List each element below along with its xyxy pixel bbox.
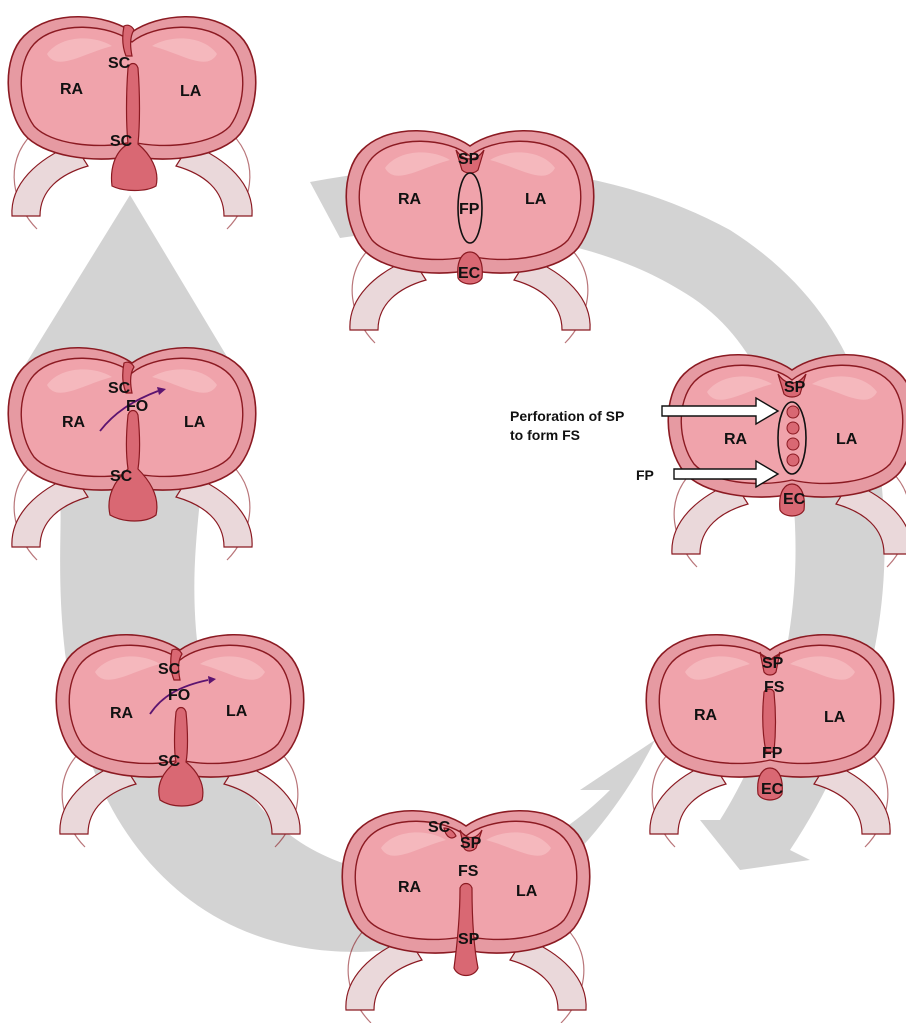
stage-2-ec-label: EC (783, 491, 806, 508)
stage-3-fs-label: FS (764, 679, 785, 696)
stage-3-ec-label: EC (761, 781, 784, 798)
stage-5-sc-top-label: SC (158, 661, 181, 678)
stage-6-sc-bottom-label: SC (110, 468, 133, 485)
stage-1-sp-label: SP (458, 151, 480, 168)
stage-7-ra-label: RA (60, 81, 84, 98)
fp-annotation-label: FP (636, 467, 654, 483)
heart-stage-7: RA LA SC SC (8, 17, 256, 229)
perforation-label-line2: to form FS (510, 427, 580, 443)
stage-3-la-label: LA (824, 709, 846, 726)
stage-5-fo-label: FO (168, 687, 190, 704)
stage-6-fo-label: FO (126, 398, 148, 415)
stage-3-sp-label: SP (762, 655, 784, 672)
stage-4-sp-top-label: SP (460, 835, 482, 852)
stage-6-sc-top-label: SC (108, 380, 131, 397)
heart-stage-1: RA LA SP FP EC (346, 131, 594, 343)
stage-4-sp-bottom-label: SP (458, 931, 480, 948)
stage-6-la-label: LA (184, 414, 206, 431)
stage-7-sc-top-label: SC (108, 55, 131, 72)
stage-6-ra-label: RA (62, 414, 86, 431)
stage-1-fp-label: FP (459, 201, 480, 218)
stage-2-ra-label: RA (724, 431, 748, 448)
stage-5-sc-bottom-label: SC (158, 753, 181, 770)
stage-1-ra-label: RA (398, 191, 422, 208)
stage-4-ra-label: RA (398, 879, 422, 896)
stage-1-la-label: LA (525, 191, 547, 208)
stage-3-ra-label: RA (694, 707, 718, 724)
stage-7-la-label: LA (180, 83, 202, 100)
heart-stage-4: RA LA SC SP FS SP (342, 811, 590, 1023)
perforation-label-line1: Perforation of SP (510, 408, 624, 424)
stage-4-la-label: LA (516, 883, 538, 900)
stage-1-ec-label: EC (458, 265, 481, 282)
stage-7-sc-bottom-label: SC (110, 133, 133, 150)
stage-4-sc-label: SC (428, 819, 451, 836)
stage-5-ra-label: RA (110, 705, 134, 722)
stage-2-sp-label: SP (784, 379, 806, 396)
stage-5-la-label: LA (226, 703, 248, 720)
stage-4-fs-label: FS (458, 863, 479, 880)
stage-2-la-label: LA (836, 431, 858, 448)
stage-3-fp-label: FP (762, 745, 783, 762)
